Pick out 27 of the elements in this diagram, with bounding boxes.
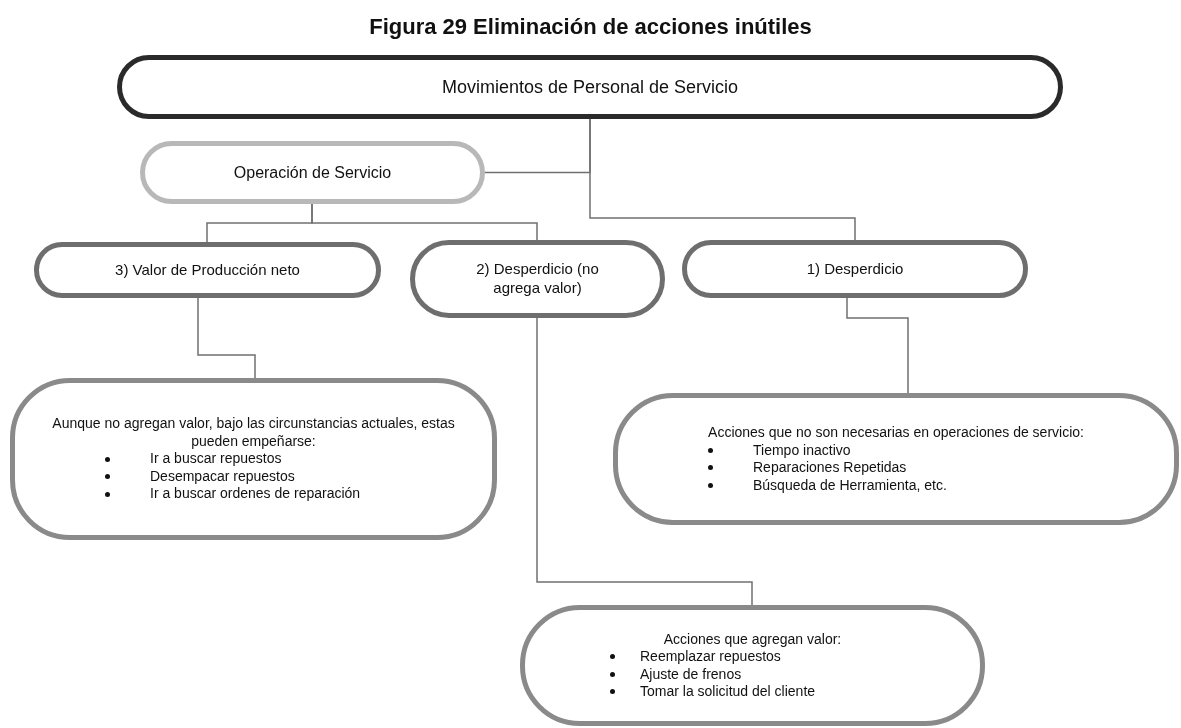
list-item: Reemplazar repuestos (640, 648, 781, 666)
list-item: Tomar la solicitud del cliente (640, 683, 816, 701)
connector-line (197, 297, 256, 379)
box-text: Aunque no agregan valor, bajo las circunstancias actuales, estas pueden empeñarse: (51, 415, 456, 451)
diagram-title: Figura 29 Eliminación de acciones inútiles (369, 14, 812, 40)
rounded-box (10, 378, 497, 540)
rounded-box (682, 240, 1028, 298)
box-text: Movimientos de Personal de Servicio (441, 75, 739, 99)
connector-line (589, 118, 856, 241)
list-item: Ir a buscar repuestos (150, 450, 282, 468)
box-text: Operación de Servicio (233, 162, 392, 183)
list-item: Desempacar repuestos (150, 467, 295, 486)
list-item: Búsqueda de Herramienta, etc. (753, 476, 947, 494)
connector-line (311, 203, 538, 241)
connector-line (536, 317, 753, 606)
list-item: Reparaciones Repetidas (753, 459, 907, 477)
box-text: Acciones que agregan valor: (663, 630, 842, 648)
rounded-box (34, 242, 381, 298)
box-text: 1) Desperdicio (806, 259, 904, 279)
box-text: 2) Desperdicio (no agrega valor) (475, 260, 600, 298)
connector-line (846, 297, 909, 394)
rounded-box (117, 55, 1063, 119)
list-item: Tiempo inactivo (753, 441, 851, 459)
box-text: Acciones que no son necesarias en operaciones de servicio: (708, 424, 1084, 442)
box-text: 3) Valor de Producción neto (115, 260, 300, 280)
list-item: Ajuste de frenos (640, 665, 742, 683)
list-item: Ir a buscar ordenes de reparación (150, 485, 361, 503)
